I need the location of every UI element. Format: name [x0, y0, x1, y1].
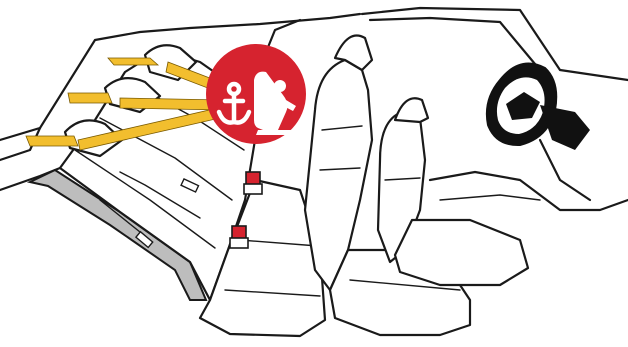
isofix-badge: [206, 44, 306, 144]
isofix-point-lower: [230, 226, 248, 248]
isofix-point-upper: [244, 172, 262, 194]
steering-wheel: [487, 64, 590, 150]
